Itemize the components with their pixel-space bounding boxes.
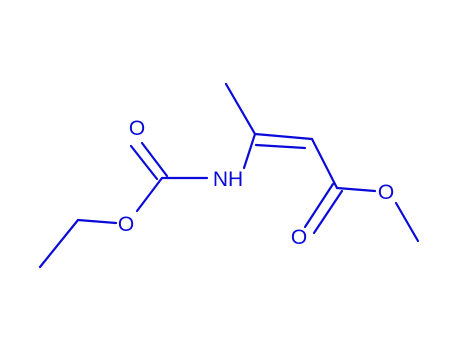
bond-nitrogen-vinyl-carbon [242, 132, 257, 170]
bond-ester-carbonyl-double-a [303, 182, 335, 229]
bond-vinyl-carbon-methyl [224, 82, 257, 136]
atom-label-ester-carbonyl-oxygen: O [291, 226, 307, 249]
bond-alkene-ester-carbon [310, 137, 339, 190]
bond-ethyl-ch3-ch2 [38, 218, 80, 269]
atom-label-methoxy-oxygen: O [378, 181, 394, 204]
bonds [38, 82, 420, 269]
atom-label-ethoxy-oxygen: O [118, 213, 134, 236]
bond-carbamate-carbonyl-double-b [140, 141, 169, 178]
bond-alkene-double-b [254, 143, 307, 150]
bond-carbamate-carbonyl-double-a [129, 144, 159, 181]
bond-ester-carbonyl-double-b [312, 189, 344, 235]
atom-labels: O NH O O O [118, 117, 394, 249]
atom-label-nh: NH [213, 168, 243, 191]
bond-alkene-double-a [253, 132, 314, 141]
bond-ester-carbon-methoxy-oxygen [335, 186, 377, 193]
bond-methoxy-oxygen-methyl [394, 201, 420, 243]
bond-ethyl-ch2-oxygen [76, 218, 118, 225]
bond-ethoxy-oxygen-carbamate-carbon [135, 176, 164, 213]
atom-label-carbonyl-oxygen: O [129, 117, 145, 140]
